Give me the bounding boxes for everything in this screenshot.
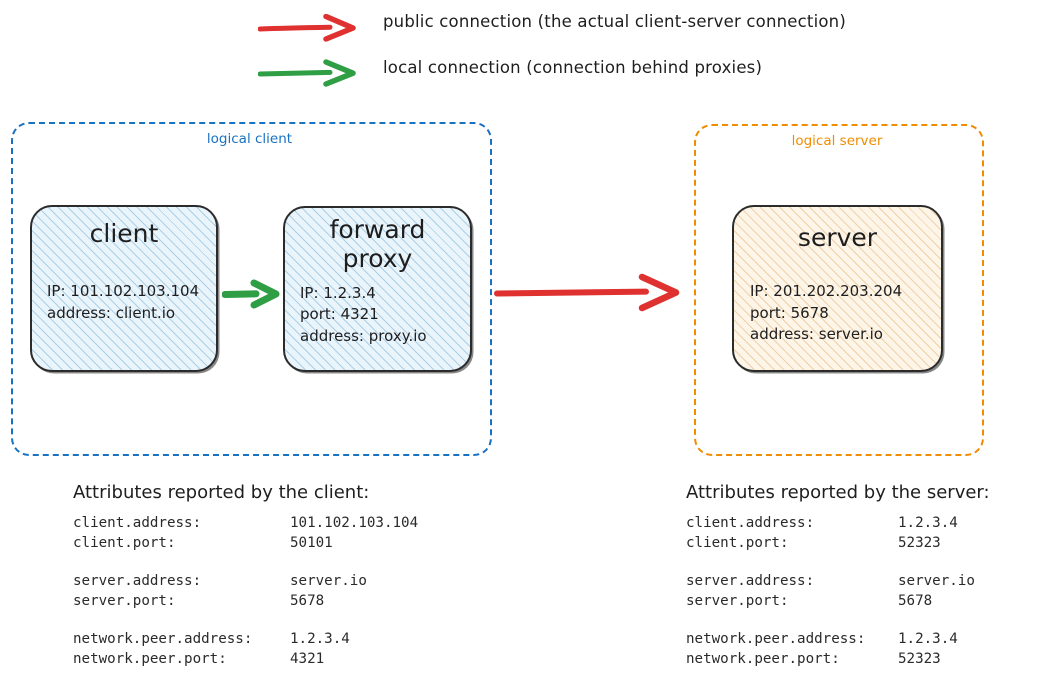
attribute-value: 101.102.103.104 <box>290 515 419 531</box>
client-node-properties: IP: 101.102.103.104 address: client.io <box>47 281 200 322</box>
server-attributes-table: client.address: 1.2.3.4 client.port: 52323 s… <box>686 514 1039 669</box>
attribute-row: network.peer.port: 4321 <box>73 650 473 670</box>
attribute-row: server.port: 5678 <box>686 592 1039 612</box>
attribute-key: server.address: <box>686 573 815 589</box>
attribute-row: server.address: server.io <box>73 572 473 592</box>
attribute-group: server.address: server.io server.port: 5678 <box>686 572 1039 611</box>
attribute-value: server.io <box>898 573 975 589</box>
attribute-key: server.port: <box>686 592 789 609</box>
legend-local-connection-label: local connection (connection behind prox… <box>383 58 763 77</box>
attribute-group: server.address: server.io server.port: 5678 <box>73 572 473 611</box>
attribute-value: 1.2.3.4 <box>898 631 958 647</box>
logical-client-group <box>11 122 492 456</box>
client-attributes-table: client.address: 101.102.103.104 client.por… <box>73 514 473 669</box>
server-node-title: server <box>797 223 878 252</box>
attribute-key: server.address: <box>73 573 202 589</box>
attribute-key: client.address: <box>73 515 202 531</box>
client-node-title: client <box>89 219 159 248</box>
logical-server-group-label: logical server <box>791 133 883 149</box>
attribute-key: server.port: <box>73 592 176 609</box>
forward-proxy-node[interactable]: forward proxy IP: 1.2.3.4 port: 4321 add… <box>283 206 472 372</box>
attribute-value: server.io <box>290 573 367 589</box>
attribute-key: client.address: <box>686 515 815 531</box>
attribute-value: 5678 <box>898 592 933 609</box>
server-node[interactable]: server IP: 201.202.203.204 port: 5678 ad… <box>732 205 943 372</box>
client-attributes-heading: Attributes reported by the client: <box>73 482 370 503</box>
attribute-key: client.port: <box>73 534 176 551</box>
logical-server-group <box>694 124 984 456</box>
server-attributes-heading: Attributes reported by the server: <box>686 482 990 503</box>
attribute-row: network.peer.address: 1.2.3.4 <box>686 630 1039 650</box>
server-node-properties: IP: 201.202.203.204 port: 5678 address: … <box>750 281 903 344</box>
attribute-row: client.address: 1.2.3.4 <box>686 514 1039 534</box>
forward-proxy-node-title: forward proxy <box>329 215 426 273</box>
attribute-row: client.port: 52323 <box>686 534 1039 554</box>
attribute-value: 52323 <box>898 650 941 667</box>
attribute-value: 50101 <box>290 534 333 551</box>
legend-public-connection-label: public connection (the actual client-ser… <box>383 12 846 31</box>
attribute-group: client.address: 101.102.103.104 client.por… <box>73 514 473 553</box>
logical-client-group-label: logical client <box>206 131 293 147</box>
attribute-key: network.peer.port: <box>73 650 227 667</box>
forward-proxy-node-properties: IP: 1.2.3.4 port: 4321 address: proxy.io <box>300 283 427 346</box>
attribute-value: 52323 <box>898 534 941 551</box>
attribute-row: server.port: 5678 <box>73 592 473 612</box>
attribute-key: network.peer.address: <box>686 631 866 647</box>
proxy-to-server-arrow-icon <box>494 272 680 314</box>
attribute-row: network.peer.address: 1.2.3.4 <box>73 630 473 650</box>
attribute-value: 4321 <box>290 650 325 667</box>
attribute-key: network.peer.port: <box>686 650 840 667</box>
attribute-row: client.port: 50101 <box>73 534 473 554</box>
legend-local-connection-arrow-icon <box>257 59 358 87</box>
client-to-proxy-arrow-icon <box>221 275 282 313</box>
attribute-value: 1.2.3.4 <box>290 631 350 647</box>
attribute-row: client.address: 101.102.103.104 <box>73 514 473 534</box>
attribute-row: server.address: server.io <box>686 572 1039 592</box>
attribute-row: network.peer.port: 52323 <box>686 650 1039 670</box>
client-node[interactable]: client IP: 101.102.103.104 address: clie… <box>30 205 218 372</box>
attribute-key: network.peer.address: <box>73 631 253 647</box>
attribute-key: client.port: <box>686 534 789 551</box>
attribute-value: 5678 <box>290 592 325 609</box>
legend-public-connection-arrow-icon <box>257 13 358 42</box>
attribute-group: client.address: 1.2.3.4 client.port: 52323 <box>686 514 1039 553</box>
attribute-value: 1.2.3.4 <box>898 515 958 531</box>
